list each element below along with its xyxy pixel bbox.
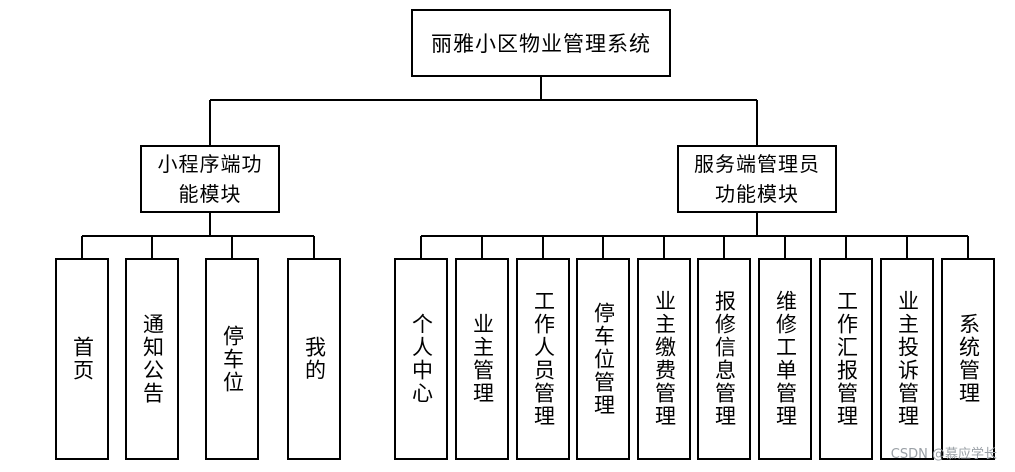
watermark-text: CSDN @慕应学长 xyxy=(890,447,997,462)
leaf-node-complaint-mgmt: 业主投诉管理 xyxy=(880,258,934,460)
branch-node-miniprogram: 小程序端功能模块 xyxy=(140,145,280,213)
leaf-node-system-mgmt: 系统管理 xyxy=(941,258,995,460)
leaf-node-parking: 停车位 xyxy=(205,258,259,460)
leaf-node-home: 首页 xyxy=(55,258,109,460)
leaf-node-work-report-mgmt: 工作汇报管理 xyxy=(819,258,873,460)
leaf-node-work-order-mgmt: 维修工单管理 xyxy=(758,258,812,460)
leaf-node-notices: 通知公告 xyxy=(125,258,179,460)
leaf-node-payment-mgmt: 业主缴费管理 xyxy=(637,258,691,460)
leaf-node-personal-center: 个人中心 xyxy=(394,258,448,460)
leaf-node-mine: 我的 xyxy=(287,258,341,460)
leaf-node-staff-mgmt: 工作人员管理 xyxy=(516,258,570,460)
leaf-node-parking-mgmt: 停车位管理 xyxy=(576,258,630,460)
root-node: 丽雅小区物业管理系统 xyxy=(411,9,671,77)
leaf-node-owner-mgmt: 业主管理 xyxy=(455,258,509,460)
branch-node-admin: 服务端管理员功能模块 xyxy=(677,145,837,213)
leaf-node-repair-info-mgmt: 报修信息管理 xyxy=(697,258,751,460)
